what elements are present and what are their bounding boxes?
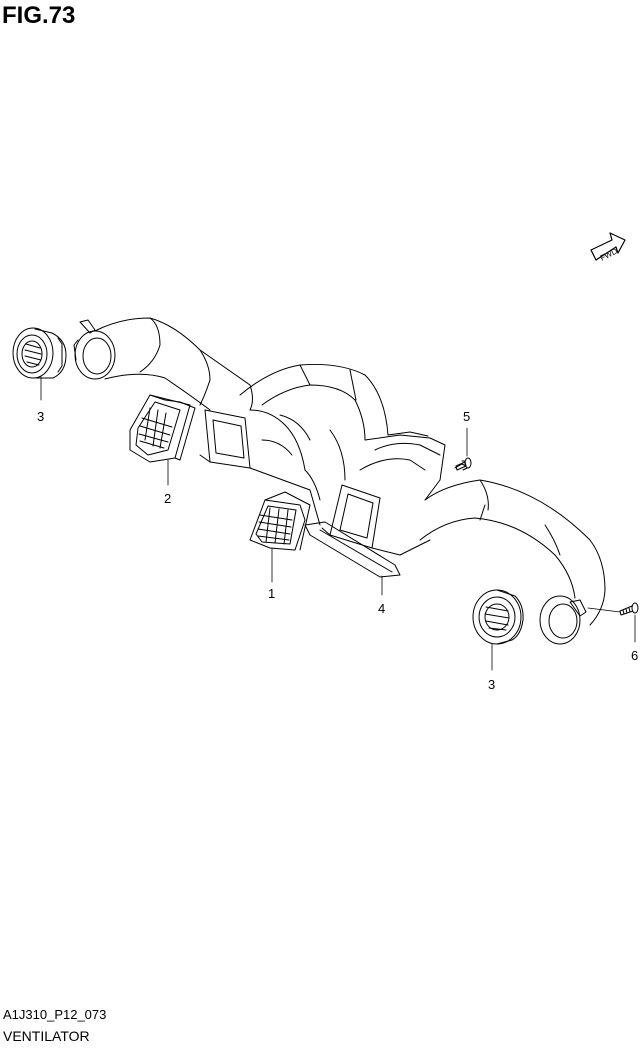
drawing-code: A1J310_P12_073 xyxy=(3,1007,107,1022)
callout-1: 1 xyxy=(268,586,275,601)
left-round-vent xyxy=(12,327,67,379)
figure-title: FIG.73 xyxy=(2,2,76,29)
main-duct xyxy=(73,317,606,645)
part-group-name: VENTILATOR xyxy=(3,1028,90,1044)
lower-louver-vent xyxy=(249,491,311,551)
callout-5: 5 xyxy=(463,409,470,424)
callout-2: 2 xyxy=(164,491,171,506)
callout-3-right: 3 xyxy=(488,677,495,692)
right-round-vent xyxy=(472,589,524,645)
fwd-arrow-icon: FWD xyxy=(590,232,626,263)
callout-3-left: 3 xyxy=(37,409,44,424)
callout-4: 4 xyxy=(378,601,385,616)
upper-louver-vent xyxy=(129,394,196,463)
screw-6-icon xyxy=(587,602,639,616)
screw-5-icon xyxy=(454,457,472,471)
leader-lines xyxy=(40,375,636,671)
callout-6: 6 xyxy=(631,648,638,663)
